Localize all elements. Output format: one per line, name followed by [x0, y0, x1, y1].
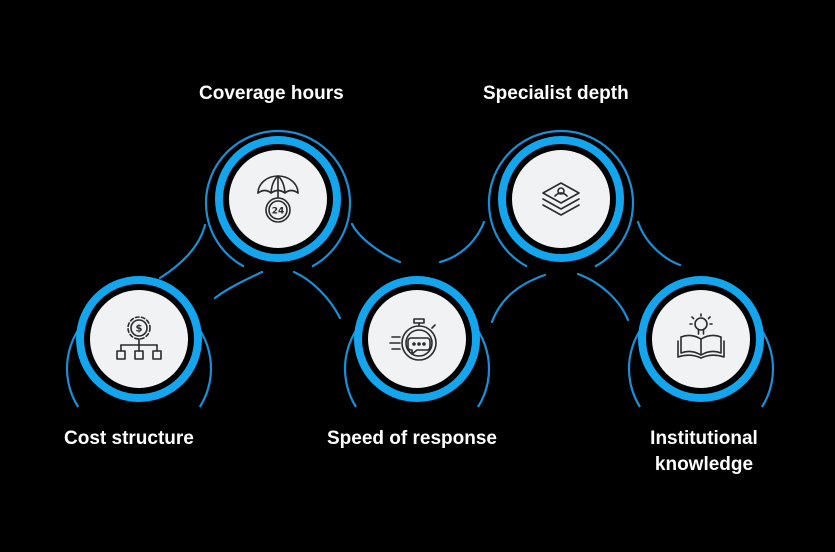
- umbrella-24-hours-icon: 24: [257, 175, 299, 223]
- connector-speed-specialist-lower: [490, 273, 547, 324]
- label-line: Specialist depth: [483, 83, 629, 104]
- node-institutional-knowledge: [627, 276, 775, 408]
- connector-coverage-speed-lower: [292, 270, 342, 320]
- label-specialist-depth: Specialist depth: [483, 81, 629, 107]
- connector-specialist-institutional-lower: [576, 272, 630, 322]
- svg-text:$: $: [136, 324, 143, 335]
- stopwatch-chat-icon: [389, 318, 437, 361]
- connector-coverage-speed-upper: [350, 222, 402, 264]
- label-line: Cost structure: [64, 428, 194, 449]
- label-line: Coverage hours: [199, 83, 344, 104]
- gear-dollar-hierarchy-icon: $: [116, 316, 162, 360]
- inner-disc: [368, 290, 466, 388]
- connector-cost-coverage-upper: [158, 223, 207, 280]
- label-line: Institutional: [650, 428, 758, 449]
- label-speed-of-response: Speed of response: [327, 426, 497, 452]
- connector-speed-specialist-upper: [438, 220, 486, 264]
- layered-stack-icon: [542, 182, 580, 216]
- book-lightbulb-icon: [677, 313, 725, 359]
- label-line: Speed of response: [327, 428, 497, 449]
- inner-disc: [229, 150, 327, 248]
- connector-specialist-institutional-upper: [636, 220, 682, 267]
- svg-text:24: 24: [272, 207, 285, 217]
- label-line: knowledge: [654, 454, 754, 475]
- inner-disc: [512, 150, 610, 248]
- outer-arc: [204, 129, 352, 268]
- label-cost-structure: Cost structure: [64, 426, 194, 452]
- label-coverage-hours: Coverage hours: [199, 81, 344, 107]
- outer-arc: [487, 129, 635, 268]
- node-speed-of-response: [343, 276, 491, 408]
- label-institutional-knowledge: Institutional knowledge: [636, 426, 772, 478]
- connectors: [158, 220, 682, 324]
- connector-cost-coverage-lower: [213, 270, 264, 300]
- node-specialist-depth: [487, 129, 635, 268]
- node-cost-structure: $: [65, 276, 213, 408]
- node-coverage-hours: 24: [204, 129, 352, 268]
